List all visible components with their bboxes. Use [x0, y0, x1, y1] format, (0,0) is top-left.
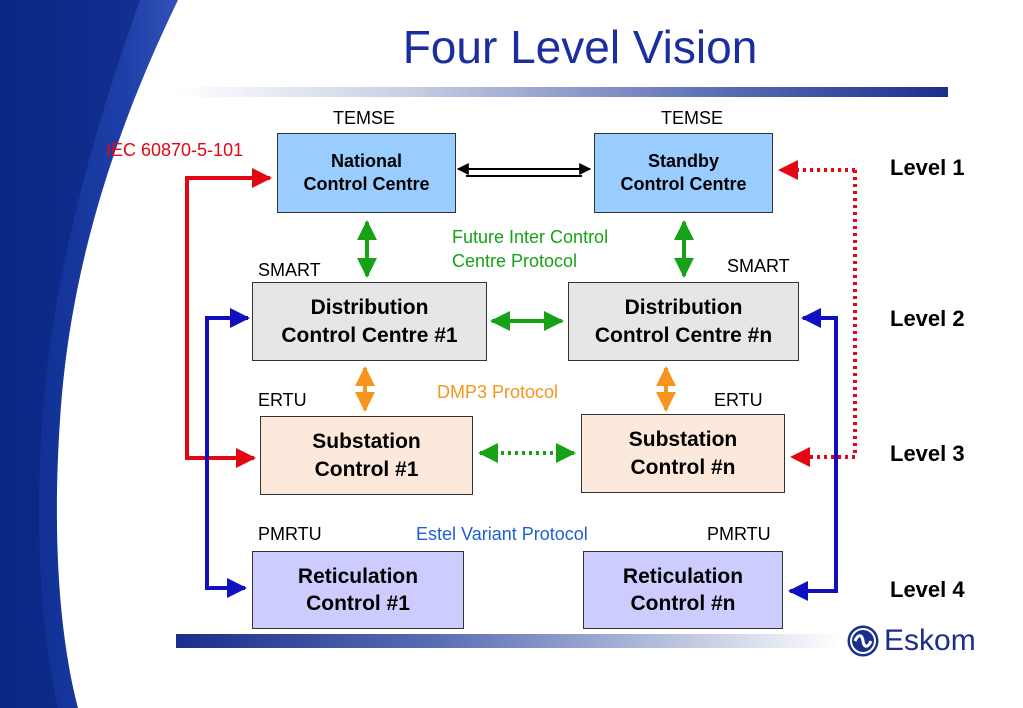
iec-link-left — [185, 176, 268, 468]
iec-protocol-label: IEC 60870-5-101 — [106, 140, 244, 160]
smart-left-label: SMART — [258, 260, 321, 280]
level-1-label: Level 1 — [890, 155, 965, 180]
footer-divider — [176, 634, 841, 648]
pmrtu-right-label: PMRTU — [707, 524, 771, 544]
slide-title: Four Level Vision — [402, 21, 758, 73]
national-control-centre: National Control Centre — [277, 133, 456, 213]
reticulation-control-n: Reticulation Control #n — [583, 551, 783, 629]
level-4-label: Level 4 — [890, 577, 965, 602]
level-2-label: Level 2 — [890, 306, 965, 331]
standby-dotted-link — [790, 170, 857, 467]
decorative-swoosh — [0, 0, 178, 708]
temse-right-label: TEMSE — [661, 108, 724, 128]
temse-left-label: TEMSE — [333, 108, 396, 128]
eskom-logo-text: Eskom — [884, 624, 976, 657]
smart-right-label: SMART — [727, 256, 790, 276]
title-divider — [176, 87, 948, 97]
substation-control-1: Substation Control #1 — [260, 416, 473, 495]
reticulation-link-left — [205, 316, 247, 598]
distribution-control-centre-1: Distribution Control Centre #1 — [252, 282, 487, 361]
future-protocol-label-line1: Future Inter Control — [452, 227, 609, 247]
dmp3-protocol-label: DMP3 Protocol — [437, 382, 559, 402]
level-3-label: Level 3 — [890, 441, 965, 466]
inter-control-centre-link — [456, 163, 592, 177]
ertu-left-label: ERTU — [258, 390, 307, 410]
future-protocol-label-line2: Centre Protocol — [452, 251, 578, 271]
standby-control-centre: Standby Control Centre — [594, 133, 773, 213]
pmrtu-left-label: PMRTU — [258, 524, 322, 544]
distribution-control-centre-n: Distribution Control Centre #n — [568, 282, 799, 361]
ertu-right-label: ERTU — [714, 390, 763, 410]
eskom-logo-icon — [847, 625, 879, 657]
estel-protocol-label: Estel Variant Protocol — [416, 524, 588, 544]
substation-control-n: Substation Control #n — [581, 414, 785, 493]
reticulation-control-1: Reticulation Control #1 — [252, 551, 464, 629]
eskom-logo: Eskom — [846, 624, 976, 658]
